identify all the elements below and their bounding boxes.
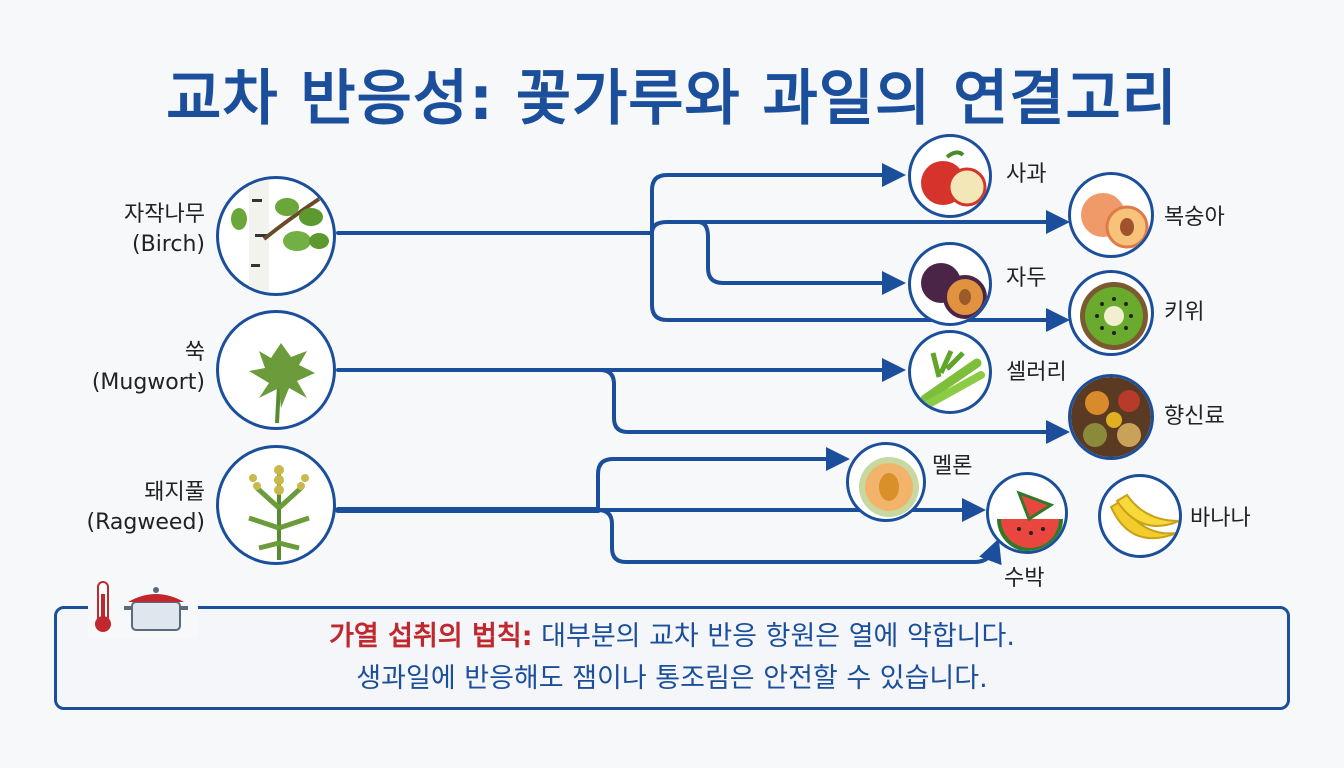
food-label-apple: 사과 [1006,160,1046,190]
arrow-ragweed-watermelon-2 [598,510,996,562]
kiwi-icon [1071,273,1154,356]
pollen-node-mugwort [216,310,336,430]
pollen-node-birch [216,176,336,296]
food-node-watermelon [986,472,1068,554]
food-label-watermelon: 수박 [1004,564,1044,594]
arrow-mugwort-spices [600,370,1062,432]
apple-icon [911,137,992,218]
birch-tree-icon [219,179,336,296]
heating-rule-label: 가열 섭취의 법칙: [329,621,532,652]
food-label-peach: 복숭아 [1164,203,1225,233]
food-label-kiwi: 키위 [1164,298,1204,328]
food-node-banana [1098,474,1182,558]
food-node-spices [1068,374,1154,460]
arrow-birch-kiwi [652,233,1062,320]
food-node-kiwi [1068,270,1154,356]
food-node-plum [908,242,992,326]
mugwort-leaf-icon [219,313,336,430]
food-label-banana: 바나나 [1190,504,1251,534]
pollen-label-birch: 자작나무 (Birch) [50,200,205,260]
plum-icon [911,245,992,326]
food-label-spices: 향신료 [1164,402,1225,432]
food-label-plum: 자두 [1006,264,1046,294]
heating-rule-line2: 생과일에 반응해도 잼이나 통조림은 안전할 수 있습니다. [54,658,1290,700]
pollen-label-mugwort: 쑥 (Mugwort) [50,338,205,398]
food-label-celery: 셀러리 [1006,358,1067,388]
heating-rule-text: 가열 섭취의 법칙: 대부분의 교차 반응 항원은 열에 약합니다. 생과일에 … [54,616,1290,700]
arrow-birch-peach [652,222,1062,233]
arrow-birch-apple [652,175,898,233]
heating-rule-line1: 대부분의 교차 반응 항원은 열에 약합니다. [541,621,1015,652]
watermelon-icon [989,475,1068,554]
pollen-label-ragweed: 돼지풀 (Ragweed) [50,478,205,538]
food-node-celery [908,330,992,414]
food-node-apple [908,134,992,218]
peach-icon [1071,175,1154,258]
arrow-birch-plum [698,222,898,283]
arrow-ragweed-melon [598,459,842,510]
food-node-melon [846,442,926,522]
ragweed-plant-icon [219,448,336,565]
banana-icon [1101,477,1182,558]
pollen-node-ragweed [216,445,336,565]
food-label-melon: 멜론 [932,452,972,482]
spices-icon [1071,377,1154,460]
celery-icon [911,333,992,414]
melon-icon [849,445,926,522]
food-node-peach [1068,172,1154,258]
